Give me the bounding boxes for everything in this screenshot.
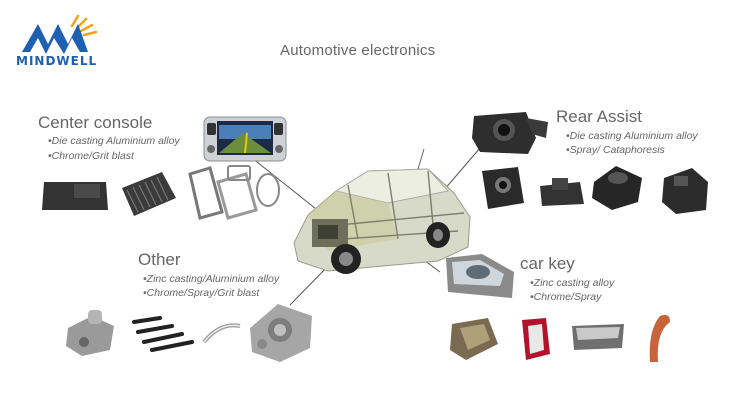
rear-assist-bullet: •Spray/ Cataphoresis — [566, 144, 665, 156]
chrome-handle-image — [202, 323, 241, 344]
heatsink-casting-image — [122, 172, 176, 216]
mw-mark-icon — [22, 24, 88, 54]
line-rear-assist — [443, 147, 481, 191]
rear-assist-housing-1-image — [482, 167, 524, 209]
center-console-bullet: •Chrome/Grit blast — [48, 150, 134, 162]
rear-assist-housing-4-image — [662, 168, 708, 214]
rear-assist-title: Rear Assist — [556, 107, 642, 126]
aluminium-bracket-image — [66, 310, 114, 356]
rear-assist-housing-3-image — [592, 166, 642, 210]
rear-assist-housing-2-image — [540, 178, 584, 206]
gear-housing-casting-image — [250, 304, 312, 362]
car-key-title: car key — [520, 254, 575, 273]
other-bullet: •Zinc casting/Aluminium alloy — [143, 273, 280, 285]
car-key-fob-image — [446, 254, 514, 298]
center-console-bullet: •Die casting Aluminium alloy — [48, 135, 180, 147]
key-shell-red-image — [522, 318, 550, 360]
brand-logo — [14, 10, 114, 74]
black-clips-image — [132, 316, 194, 352]
rear-camera-image — [472, 112, 548, 154]
rear-assist-bullet: •Die casting Aluminium alloy — [566, 130, 698, 142]
page-title: Automotive electronics — [280, 42, 436, 59]
key-shell-gold-image — [450, 318, 498, 360]
chrome-frames-image — [188, 165, 280, 220]
car-illustration — [293, 148, 471, 274]
other-bullet: •Chrome/Spray/Grit blast — [143, 287, 260, 299]
car-key-bullet: •Zinc casting alloy — [530, 277, 615, 289]
console-panel-image — [42, 182, 108, 210]
dashboard-display-image — [203, 116, 287, 162]
brand-name: MINDWELL — [16, 54, 98, 68]
key-shell-chrome-image — [572, 324, 624, 350]
other-title: Other — [138, 250, 181, 269]
center-console-title: Center console — [38, 113, 153, 132]
car-key-bullet: •Chrome/Spray — [530, 291, 602, 303]
key-trim-copper-image — [649, 314, 670, 362]
